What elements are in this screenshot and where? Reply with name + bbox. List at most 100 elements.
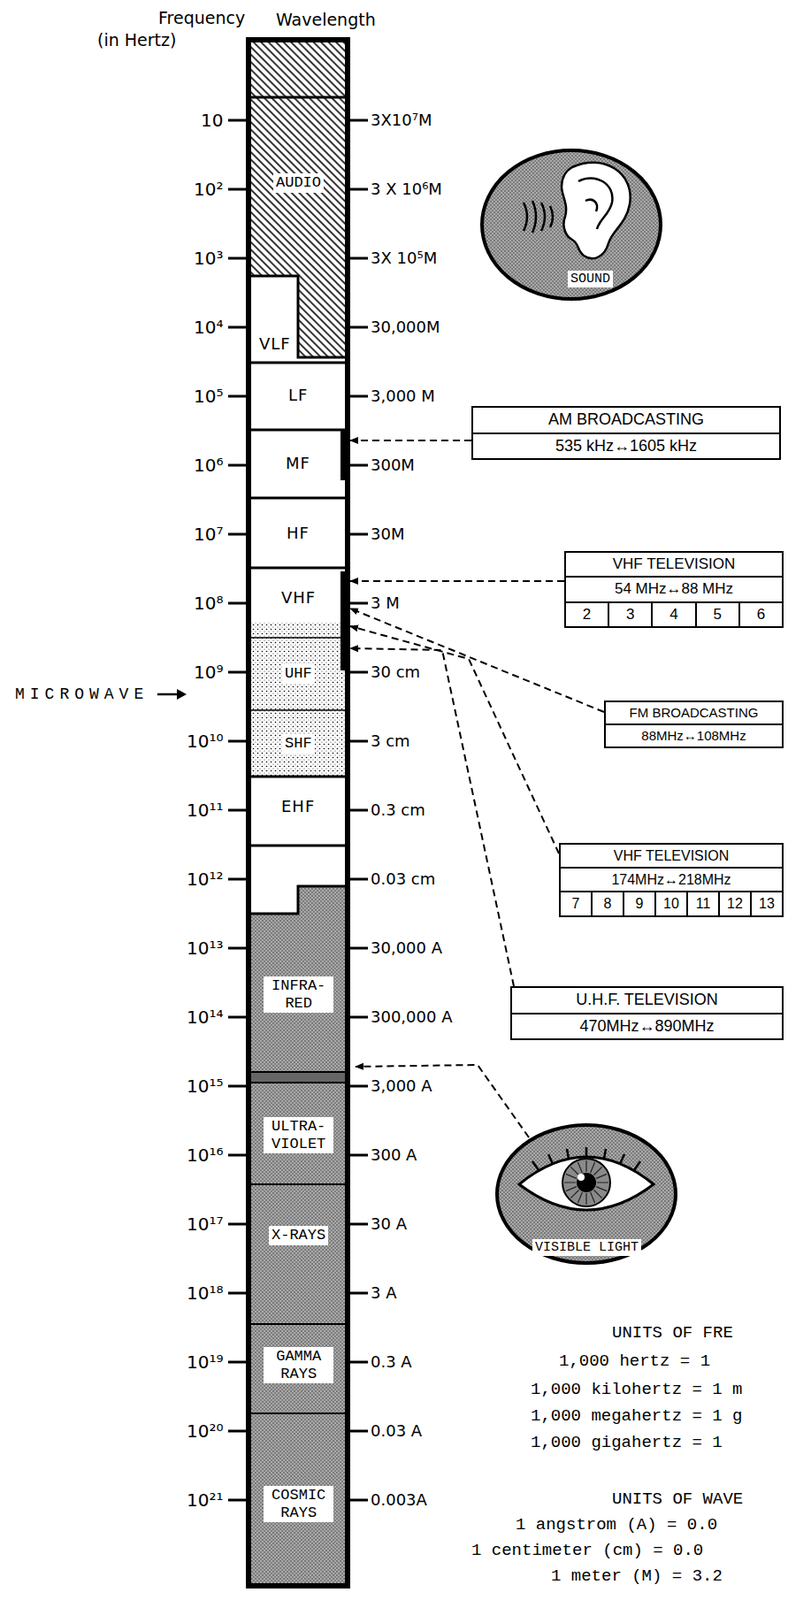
leader-arrow [350, 439, 472, 442]
frequency-value: 10²¹ [186, 1490, 223, 1511]
frequency-value: 10² [193, 179, 223, 200]
region-label: MICROWAVE [15, 685, 149, 704]
channel-cell: 7 [560, 892, 591, 915]
wavelength-value: 3,000 A [370, 1077, 433, 1096]
channel-cell: 12 [718, 892, 750, 915]
band-markers [340, 430, 348, 671]
wavelength-value: 300M [370, 456, 415, 475]
wavelength-value: 300,000 A [370, 1008, 452, 1027]
spectrum-band: GAMMA RAYS [246, 1323, 350, 1414]
wavelength-value: 3 cm [370, 732, 411, 751]
frequency-value: 10¹² [186, 869, 223, 890]
frequency-range: 54 MHz↔88 MHz [566, 575, 782, 601]
band-label: ULTRA- VIOLET [263, 1116, 334, 1154]
callout-box: AM BROADCASTING535 kHz↔1605 kHz [471, 405, 781, 460]
wavelength-value: 30 A [370, 1215, 407, 1234]
units-note: 1,000 hertz = 1 [558, 1352, 711, 1372]
frequency-range: 88MHz↔108MHz [605, 723, 782, 747]
units-note: 1 meter (M) = 3.2 [550, 1567, 723, 1587]
band-label: INFRA- RED [263, 976, 334, 1013]
wavelength-value: 0.03 A [370, 1422, 422, 1441]
band-label: VLF [259, 335, 291, 354]
spectrum-band: X-RAYS [246, 1184, 350, 1324]
units-note: UNITS OF WAVE [612, 1490, 743, 1510]
channel-cell: 2 [566, 603, 608, 627]
band-label: MF [285, 454, 311, 474]
wavelength-value: 30M [370, 525, 405, 544]
units-note: 1,000 kilohertz = 1 m [530, 1380, 743, 1401]
band-label: HF [286, 524, 310, 544]
callout-box: U.H.F. TELEVISION470MHz↔890MHz [510, 986, 784, 1041]
oval-label: VISIBLE LIGHT [532, 1239, 642, 1256]
band-label: GAMMA RAYS [263, 1346, 334, 1384]
channel-cell: 4 [650, 603, 695, 627]
spectrum-band: HF [246, 497, 350, 568]
wavelength-value: 0.003A [370, 1491, 428, 1510]
channel-cell: 10 [654, 892, 687, 915]
units-note: 1,000 megahertz = 1 g [530, 1407, 743, 1427]
units-note: 1,000 gigahertz = 1 [530, 1433, 723, 1454]
units-note: 1 angstrom (A) = 0.0 [515, 1515, 718, 1536]
callout-box: VHF TELEVISION54 MHz↔88 MHz23456 [564, 550, 784, 628]
channel-cell: 9 [622, 892, 655, 915]
wavelength-value: 3X 10⁵M [370, 249, 437, 268]
picture-oval: VISIBLE LIGHT [494, 1122, 679, 1266]
frequency-value: 10¹⁹ [186, 1352, 223, 1373]
spectrum-band: LF [246, 362, 350, 430]
units-note: 1 centimeter (cm) = 0.0 [471, 1541, 704, 1561]
wavelength-value: 30 cm [370, 663, 421, 682]
spectrum-band: AUDIO [246, 42, 350, 276]
spectrum-band: ULTRA- VIOLET [246, 1082, 350, 1185]
frequency-value: 10¹⁴ [186, 1007, 223, 1028]
axis-heading: Frequency [158, 8, 245, 29]
frequency-value: 10¹⁷ [186, 1214, 223, 1235]
channel-cell: 5 [695, 603, 739, 627]
frequency-value: 10⁸ [193, 593, 223, 614]
wavelength-value: 30,000 A [370, 939, 443, 958]
callout-box: FM BROADCASTING88MHz↔108MHz [604, 700, 784, 749]
callout-title: FM BROADCASTING [605, 702, 782, 724]
spectrum-band: SHF [246, 710, 350, 777]
channel-row: 78910111213 [560, 890, 782, 915]
frequency-range: 535 kHz↔1605 kHz [473, 432, 780, 460]
frequency-value: 10⁴ [193, 317, 223, 338]
spectrum-band: EHF [246, 776, 350, 846]
band-label: UHF [282, 664, 315, 684]
band-label: VHF [281, 589, 316, 608]
frequency-value: 10 [200, 110, 223, 131]
wavelength-value: 3 X 10⁶M [370, 180, 443, 199]
callout-title: U.H.F. TELEVISION [512, 987, 782, 1013]
bar-outline [248, 39, 348, 1586]
callout-title: VHF TELEVISION [566, 552, 782, 576]
frequency-value: 10⁹ [193, 662, 223, 683]
microwave-arrow [157, 688, 187, 700]
frequency-range: 470MHz↔890MHz [512, 1012, 782, 1040]
frequency-value: 10⁶ [193, 455, 223, 476]
frequency-value: 10⁷ [193, 524, 223, 545]
frequency-value: 10³ [193, 248, 223, 269]
channel-cell: 3 [607, 603, 651, 627]
frequency-value: 10¹³ [186, 938, 223, 959]
wavelength-value: 3 M [370, 594, 400, 613]
callout-title: VHF TELEVISION [560, 844, 782, 867]
wavelength-value: 0.3 cm [370, 801, 426, 820]
leader-arrow [350, 580, 565, 582]
wavelength-value: 30,000M [370, 318, 441, 337]
frequency-value: 10¹⁸ [186, 1283, 223, 1304]
leader-arrow [350, 648, 514, 987]
band-fills [251, 42, 345, 1586]
picture-oval: SOUND [479, 147, 664, 302]
spectrum-band: VHF [246, 567, 350, 638]
band-label: LF [288, 386, 308, 406]
wavelength-value: 3,000 M [370, 387, 436, 406]
spectrum-band: UHF [246, 637, 350, 711]
band-label: X-RAYS [268, 1225, 329, 1246]
wavelength-value: 300 A [370, 1146, 417, 1165]
wavelength-value: 3 A [370, 1284, 398, 1303]
axis-heading: (in Hertz) [97, 30, 176, 51]
units-note: UNITS OF FRE [612, 1323, 734, 1344]
band-label: COSMIC RAYS [263, 1485, 334, 1523]
callout-title: AM BROADCASTING [473, 407, 780, 433]
frequency-value: 10¹⁵ [186, 1076, 223, 1097]
channel-cell: 13 [749, 892, 782, 915]
